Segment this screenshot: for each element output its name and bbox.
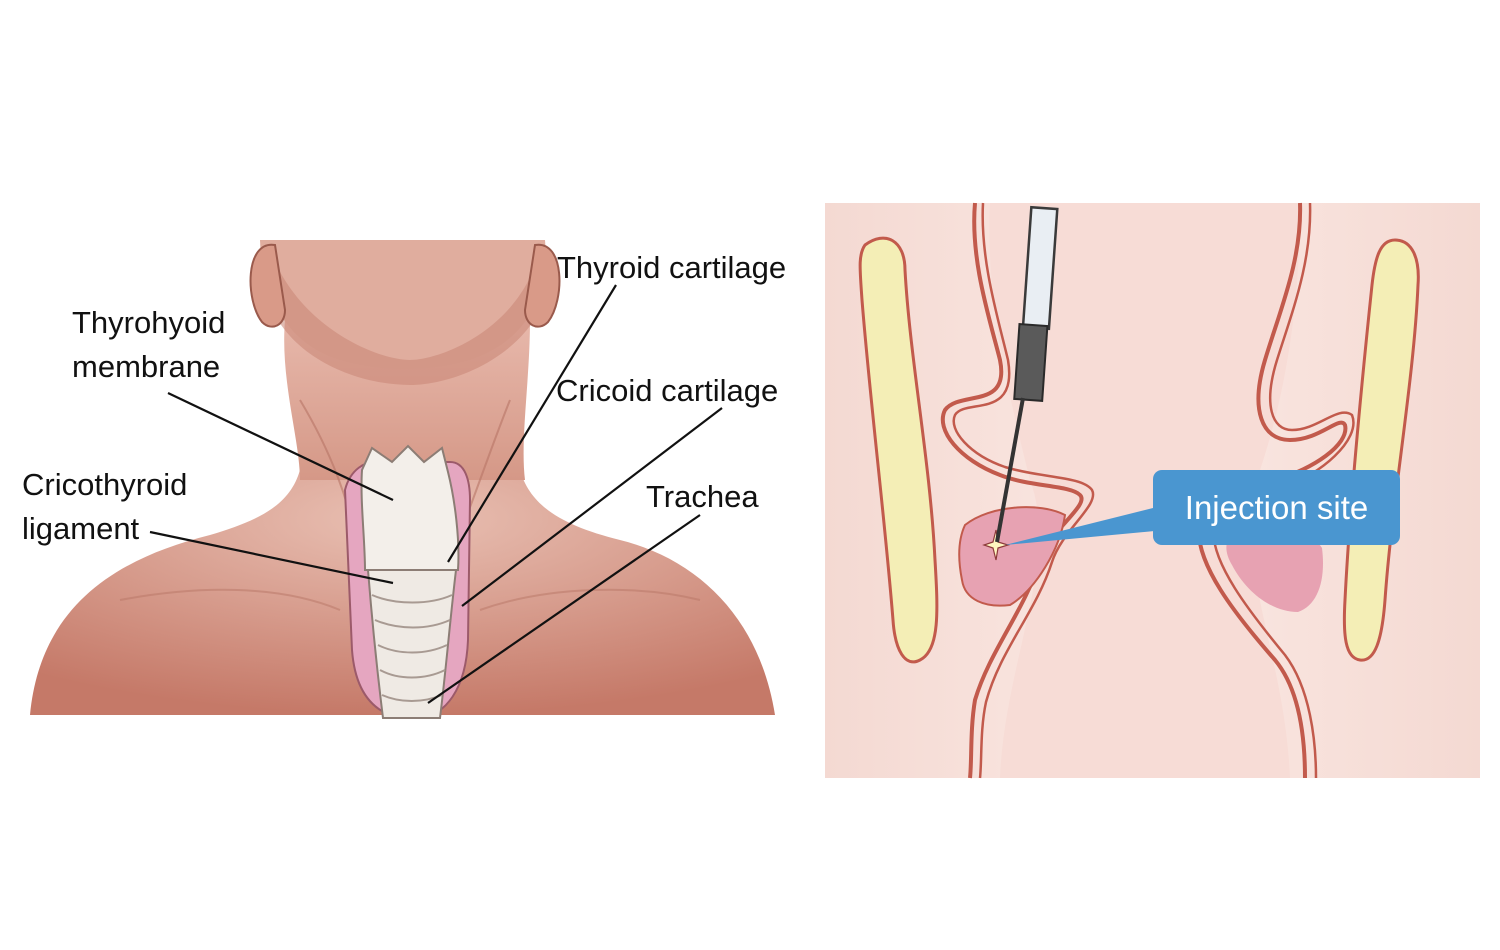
needle (995, 205, 1059, 543)
trachea-rings (371, 594, 453, 702)
clavicle-shading (119, 588, 701, 611)
needle-shaft (995, 397, 1025, 543)
larynx-cross-section (825, 202, 1480, 779)
leader-lines (149, 284, 723, 704)
trachea-shape (366, 569, 458, 719)
airway-lumen (989, 203, 1300, 778)
callout-pointer (1005, 505, 1165, 545)
label-thyrohyoid-membrane-line1: Thyrohyoid (72, 305, 226, 340)
left-yellow-cartilage (858, 236, 939, 664)
label-cricoid-cartilage: Cricoid cartilage (556, 373, 779, 408)
label-thyrohyoid-membrane-line2: membrane (72, 349, 221, 384)
right-vocal-fold-mass (1226, 530, 1323, 612)
left-ear (249, 243, 287, 328)
left-mucosa-inner (952, 202, 1095, 779)
injection-site-callout: Injection site (1153, 470, 1400, 545)
right-mucosa-outline (1196, 202, 1348, 779)
needle-hub (1013, 323, 1049, 402)
right-mucosa-inner (1212, 202, 1355, 779)
thyroid-cartilage-shape (360, 444, 460, 571)
label-cricothyroid-ligament-line1: Cricothyroid (22, 467, 188, 502)
left-mucosa-outline (940, 202, 1084, 779)
neck-anatomy-figure (30, 240, 775, 719)
left-vocal-fold-mass (958, 506, 1067, 607)
injection-point-marker (982, 529, 1011, 561)
right-ear (523, 243, 561, 328)
label-trachea: Trachea (646, 479, 759, 514)
label-thyroid-cartilage: Thyroid cartilage (557, 250, 787, 285)
jaw-shadow (268, 250, 545, 385)
label-cricothyroid-ligament-line2: ligament (22, 511, 140, 546)
right-yellow-cartilage (1342, 238, 1420, 662)
